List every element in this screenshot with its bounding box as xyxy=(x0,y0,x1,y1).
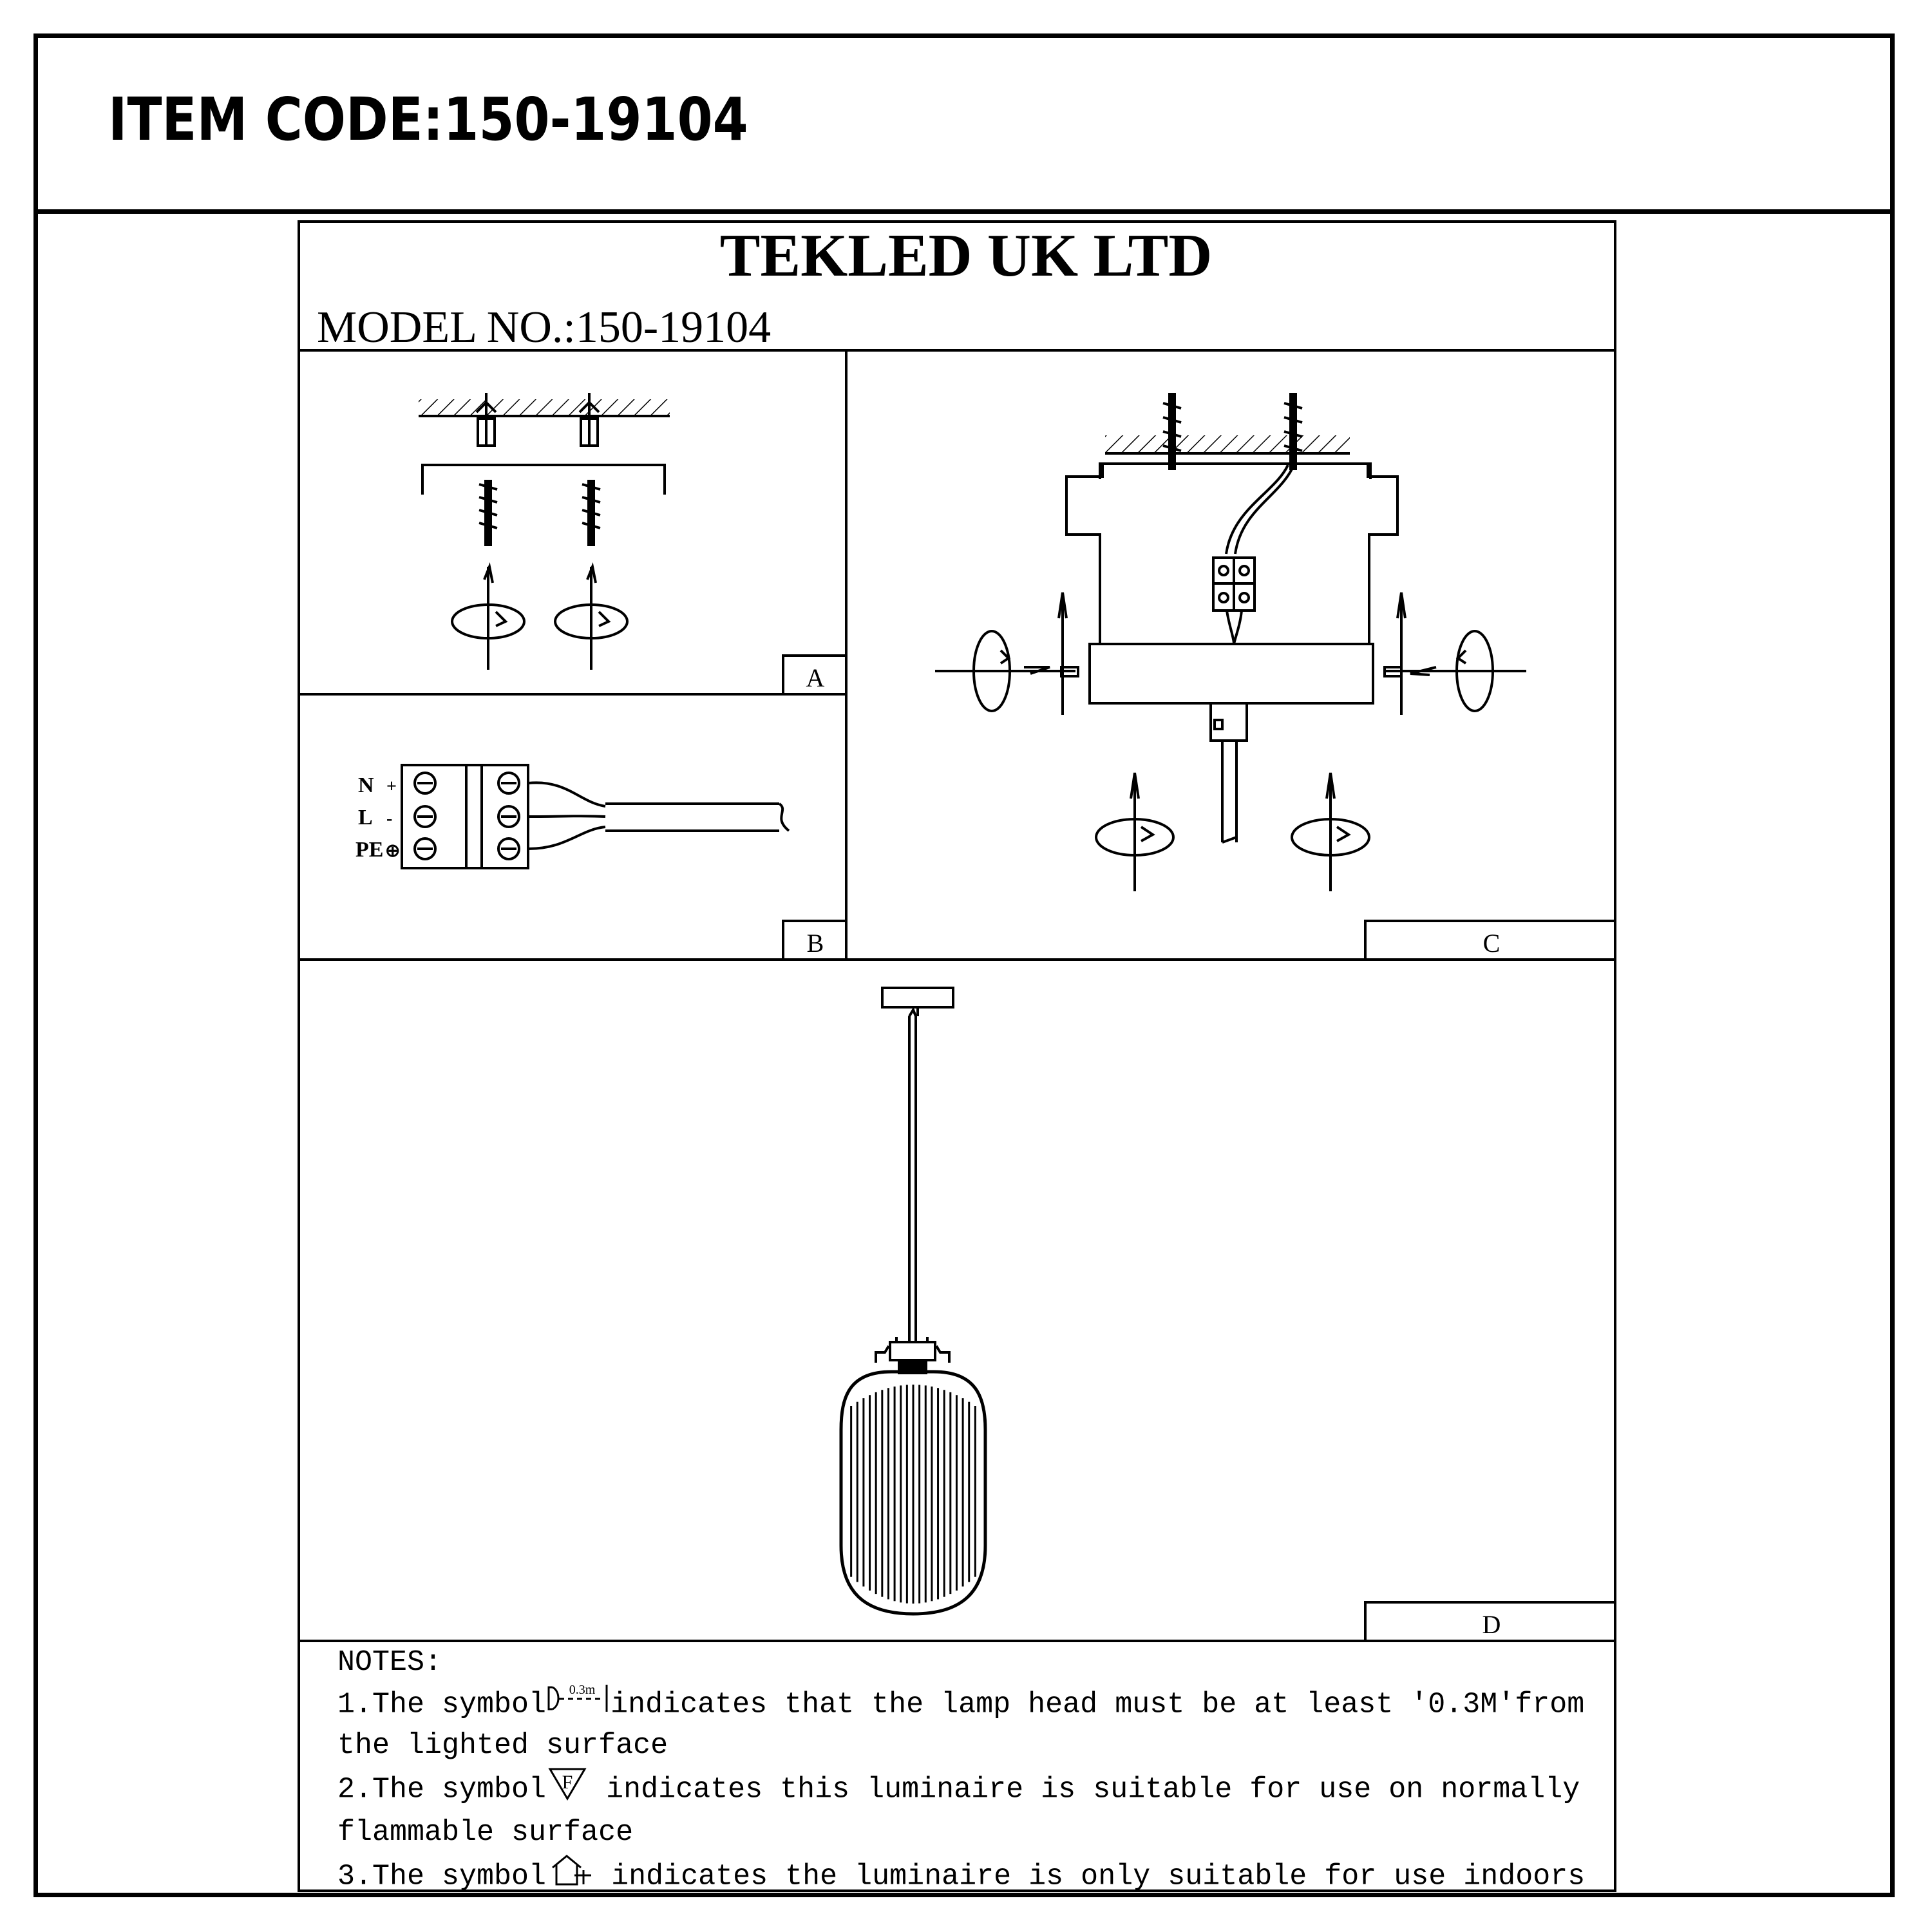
panel-d-label: D xyxy=(1482,1610,1501,1639)
terminal-pe-label: PE xyxy=(355,838,383,862)
distance-symbol-label: 0.3m xyxy=(569,1683,596,1697)
panel-a-label: A xyxy=(806,663,825,692)
side-screw-right xyxy=(1383,592,1526,715)
panel-a-ceiling-fixing xyxy=(419,393,670,670)
rotate-arrow-icon xyxy=(554,562,629,670)
note-1-line-1: 1.The symbol 0.3m indicates that the lamp … xyxy=(337,1682,1585,1727)
terminal-pe-polarity: ⊕ xyxy=(385,841,400,861)
panel-a-label-box: A xyxy=(782,654,846,694)
note-2-prefix: 2.The symbol xyxy=(337,1773,547,1806)
terminal-n-polarity: + xyxy=(386,777,397,797)
screw-icon xyxy=(582,480,601,546)
flammable-symbol-label: F xyxy=(562,1772,573,1793)
notes-heading: NOTES: xyxy=(337,1646,442,1679)
shade-ribs xyxy=(850,1385,976,1604)
rotate-arrow-icon xyxy=(451,562,526,670)
wall-plug-icon xyxy=(475,393,497,447)
terminal-n-label: N xyxy=(358,773,374,797)
cable-icon xyxy=(605,802,790,832)
outer-frame xyxy=(33,33,1895,1897)
panel-c-label: C xyxy=(1483,929,1501,958)
note-2-line-1: 2.The symbol F indicates this luminaire i… xyxy=(337,1765,1585,1814)
model-number: MODEL NO.:150-19104 xyxy=(317,303,772,352)
rotate-arrow-icon xyxy=(1095,772,1175,891)
screw-icon xyxy=(1283,393,1303,470)
cord-grip xyxy=(1209,702,1248,742)
connector-block-icon xyxy=(1212,556,1256,612)
note-2-line-2: flammable surface xyxy=(337,1816,634,1849)
note-3-prefix: 3.The symbol xyxy=(337,1860,547,1893)
panel-b-terminal-block: N L PE + - ⊕ xyxy=(355,764,790,869)
wall-plug-icon xyxy=(578,393,600,447)
mounting-bracket xyxy=(421,464,666,495)
screw-terminal-icon xyxy=(413,772,520,860)
flammable-surface-icon: F xyxy=(546,1765,589,1814)
note-1-line-2: the lighted surface xyxy=(337,1729,668,1762)
note-1-prefix: 1.The symbol xyxy=(337,1688,547,1721)
screw-icon xyxy=(478,480,498,546)
note-2-text: indicates this luminaire is suitable for… xyxy=(589,1773,1580,1806)
rotate-arrow-icon xyxy=(1291,772,1370,891)
distance-symbol-icon: 0.3m xyxy=(546,1682,611,1727)
instruction-sheet xyxy=(298,220,1616,1892)
canopy-bracket xyxy=(1065,464,1399,645)
canopy xyxy=(1088,643,1374,705)
header-bar xyxy=(33,33,1895,214)
note-1-text: indicates that the lamp head must be at … xyxy=(611,1688,1585,1721)
ceiling-canopy xyxy=(881,987,954,1009)
screw-icon xyxy=(1162,393,1182,470)
company-name: TEKLED UK LTD xyxy=(719,222,1213,289)
side-screw-left xyxy=(935,592,1079,715)
item-code: ITEM CODE:150-19104 xyxy=(108,85,748,154)
panel-c-canopy-assembly xyxy=(935,393,1526,891)
panel-d-label-box: D xyxy=(1364,1601,1616,1641)
panel-d-pendant-lamp xyxy=(839,987,987,1616)
ribbed-glass-shade xyxy=(839,1370,987,1616)
panel-b-label: B xyxy=(807,929,824,958)
terminal-l-polarity: - xyxy=(386,809,392,829)
terminal-l-label: L xyxy=(358,806,373,829)
note-3-line-1: 3.The symbol indicates the luminaire is … xyxy=(337,1852,1585,1900)
note-3-text: indicates the luminaire is only suitable… xyxy=(594,1860,1586,1893)
lamp-holder xyxy=(889,1341,936,1361)
panel-c-label-box: C xyxy=(1364,920,1616,960)
indoor-use-icon xyxy=(546,1852,594,1900)
notes-section: NOTES: 1.The symbol 0.3m indicates that th… xyxy=(337,1643,1585,1900)
panel-b-label-box: B xyxy=(782,920,846,960)
